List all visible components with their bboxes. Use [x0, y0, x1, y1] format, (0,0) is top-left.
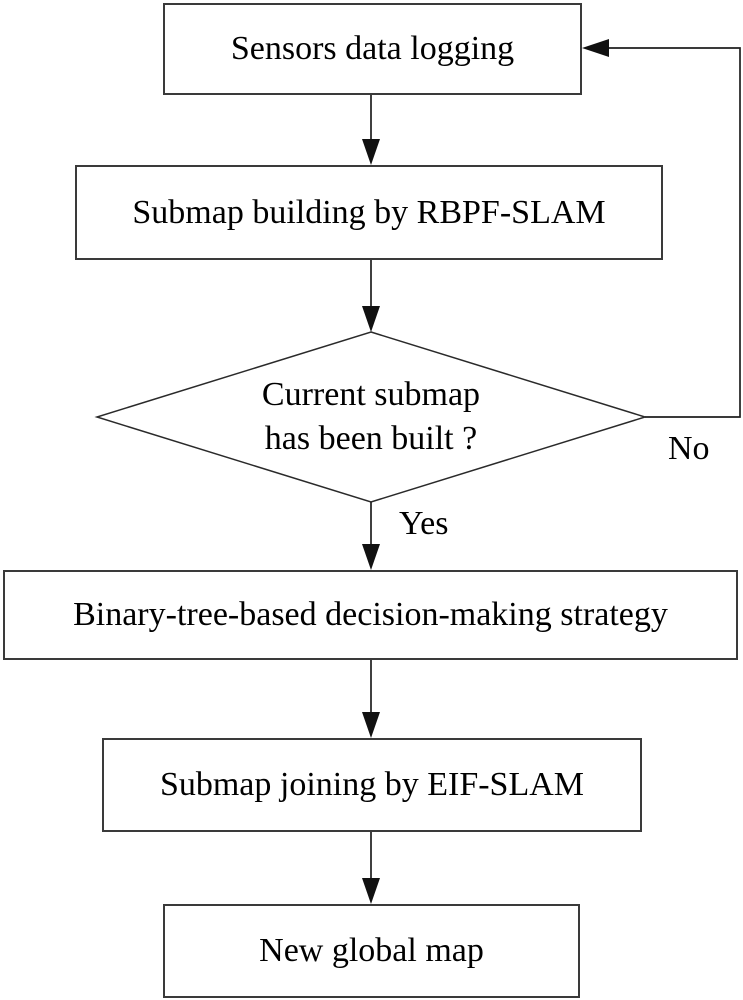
arrow-decision-to-binary	[362, 502, 380, 570]
node-submap-joining-eif-slam: Submap joining by EIF-SLAM	[102, 738, 642, 832]
arrow-binary-to-eif	[362, 660, 380, 738]
decision-label-line1: Current submap	[261, 375, 481, 413]
arrowhead-down-icon	[362, 712, 380, 738]
arrowhead-down-icon	[362, 544, 380, 570]
arrow-eif-to-global	[362, 832, 380, 904]
node-rbpf-label: Submap building by RBPF-SLAM	[132, 193, 606, 231]
node-binary-label: Binary-tree-based decision-making strate…	[73, 596, 668, 634]
arrowhead-down-icon	[362, 878, 380, 904]
decision-label-line2: has been built ?	[264, 420, 478, 457]
node-eif-label: Submap joining by EIF-SLAM	[159, 766, 585, 804]
node-global-label: New global map	[259, 932, 484, 970]
edge-label-yes: Yes	[399, 505, 449, 542]
node-new-global-map: New global map	[163, 904, 580, 998]
arrow-sensors-to-rbpf	[362, 94, 380, 165]
edge-label-no: No	[668, 430, 710, 467]
node-submap-building-rbpf-slam: Submap building by RBPF-SLAM	[75, 165, 663, 260]
node-decision-current-submap: Current submap has been built ?	[97, 332, 645, 502]
arrow-decision-to-sensors	[582, 39, 741, 418]
node-sensors-label: Sensors data logging	[230, 30, 515, 68]
arrow-rbpf-to-decision	[362, 260, 380, 332]
node-sensors-data-logging: Sensors data logging	[163, 3, 582, 95]
arrowhead-down-icon	[362, 139, 380, 165]
arrowhead-down-icon	[362, 306, 380, 332]
arrowhead-left-icon	[582, 39, 609, 57]
node-binary-tree-decision-strategy: Binary-tree-based decision-making strate…	[3, 570, 738, 660]
